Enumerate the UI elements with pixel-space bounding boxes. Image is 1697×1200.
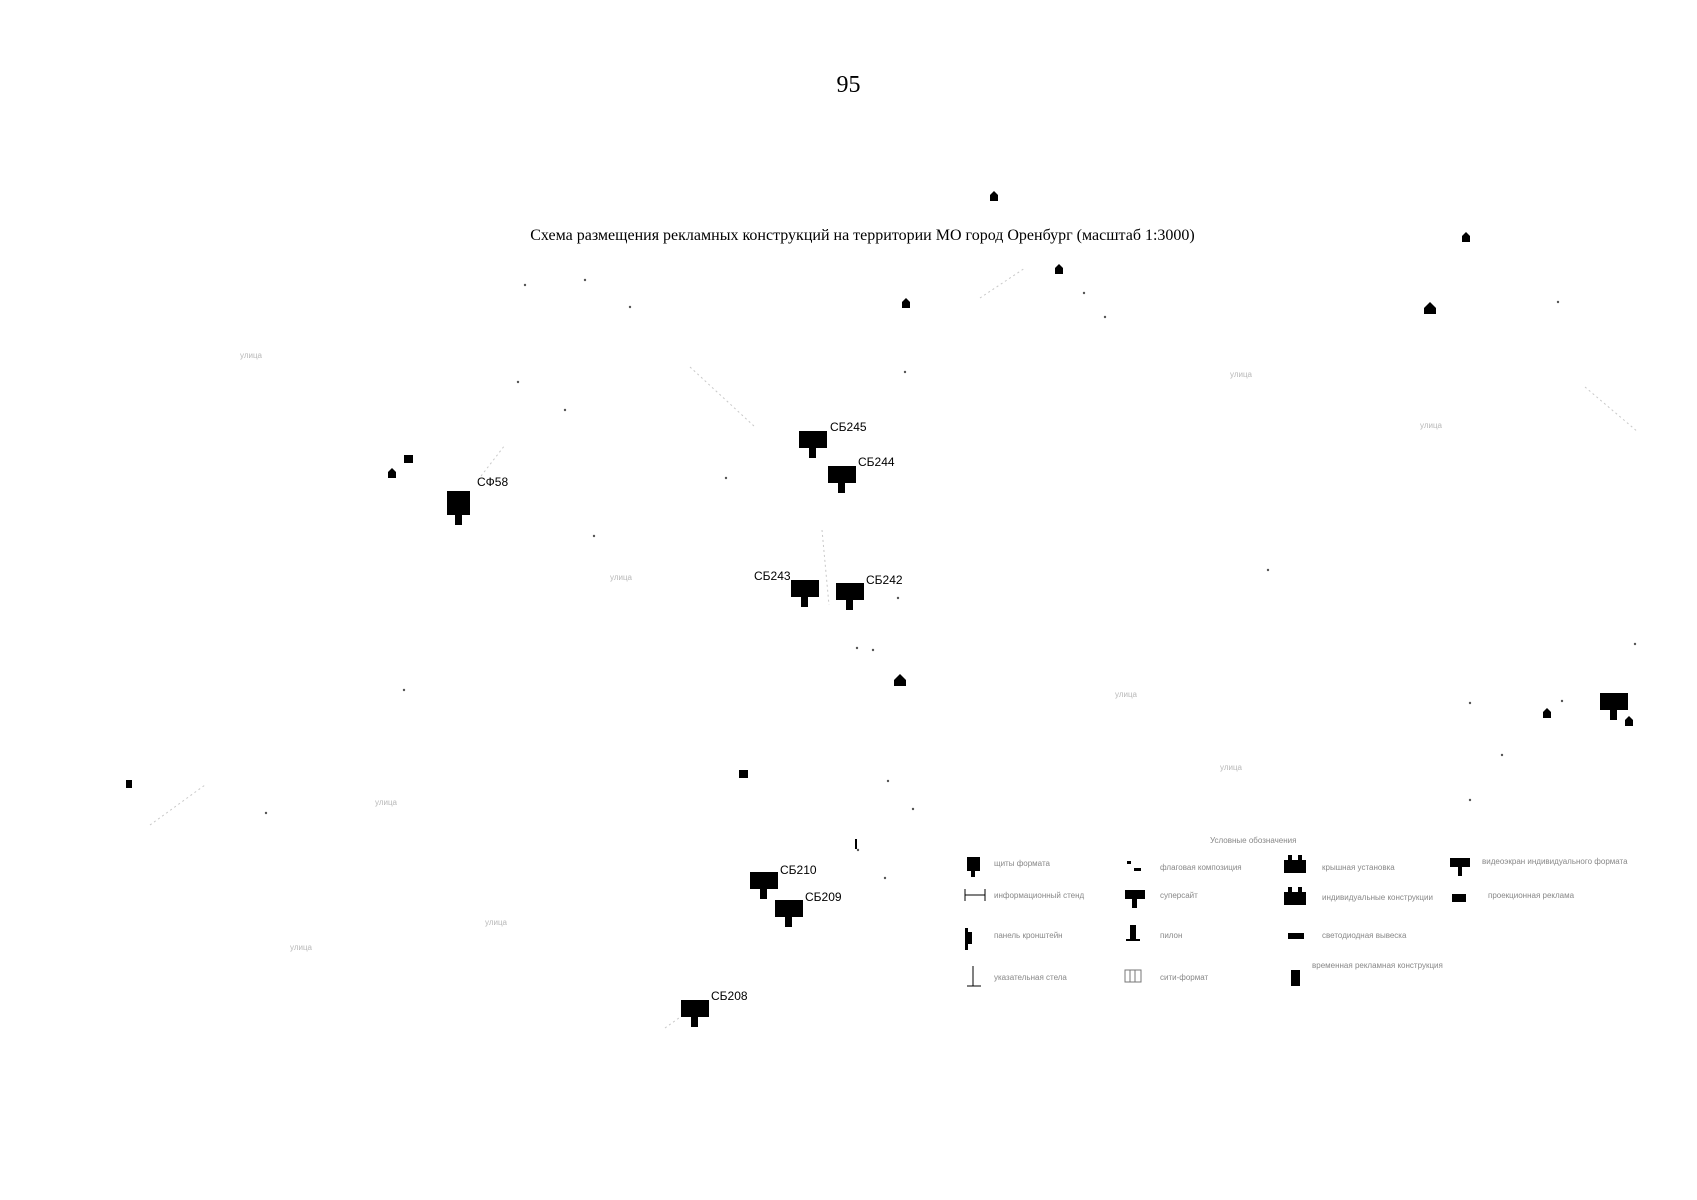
building-icons — [126, 191, 1633, 849]
svg-text:улица: улица — [1230, 370, 1253, 379]
street-fragments — [149, 267, 1639, 1029]
pylon-icon — [1126, 925, 1140, 941]
flag-icon — [1127, 861, 1141, 871]
temporary-icon — [1291, 970, 1300, 986]
column-icon — [967, 857, 980, 877]
legend-label: сити-формат — [1160, 973, 1209, 982]
projection-icon — [1452, 894, 1466, 902]
legend-label: информационный стенд — [994, 891, 1085, 900]
faint-street-labels: улица улица улица улица улица улица улиц… — [240, 351, 1443, 952]
legend-label: проекционная реклама — [1488, 891, 1575, 900]
svg-text:улица: улица — [240, 351, 263, 360]
stand-icon — [964, 889, 986, 901]
marker-label: СБ244 — [858, 455, 895, 469]
legend-label: индивидуальные конструкции — [1322, 893, 1433, 902]
svg-text:улица: улица — [1115, 690, 1138, 699]
legend-label: временная рекламная конструкция — [1312, 961, 1443, 970]
legend-label: панель кронштейн — [994, 931, 1063, 940]
svg-text:улица: улица — [485, 918, 508, 927]
led-icon — [1288, 933, 1304, 939]
individual-icon — [1284, 887, 1306, 905]
marker-SB209[interactable]: СБ209 — [775, 890, 842, 927]
svg-text:улица: улица — [610, 573, 633, 582]
marker-label: СБ243 — [754, 569, 791, 583]
legend: Условные обозначения щиты формата флагов… — [964, 836, 1628, 987]
marker-SB245[interactable]: СБ245 — [799, 420, 867, 458]
svg-text:улица: улица — [1420, 421, 1443, 430]
map-title: Схема размещения рекламных конструкций н… — [0, 227, 1697, 245]
marker-label: СБ242 — [866, 573, 903, 587]
legend-label: светодиодная вывеска — [1322, 931, 1407, 940]
city-format-icon — [1124, 969, 1142, 983]
legend-label: указательная стела — [994, 973, 1067, 982]
roof-icon — [1284, 855, 1306, 873]
edge-billboard-marker — [1600, 693, 1628, 720]
marker-label: СБ210 — [780, 863, 817, 877]
legend-label: видеоэкран индивидуального формата — [1482, 857, 1628, 866]
marker-SB243[interactable]: СБ243 — [754, 569, 819, 607]
marker-SB242[interactable]: СБ242 — [836, 573, 903, 610]
legend-label: крышная установка — [1322, 863, 1395, 872]
legend-label: щиты формата — [994, 859, 1051, 868]
marker-SB244[interactable]: СБ244 — [828, 455, 895, 493]
svg-text:улица: улица — [1220, 763, 1243, 772]
legend-label: флаговая композиция — [1160, 863, 1242, 872]
video-screen-icon — [1450, 858, 1470, 876]
legend-label: суперсайт — [1160, 891, 1198, 900]
marker-label: СФ58 — [477, 475, 508, 489]
map-title-text: Схема размещения рекламных конструкций н… — [530, 227, 1195, 244]
billboard-icon — [1125, 890, 1145, 908]
legend-label: пилон — [1160, 931, 1182, 940]
marker-SF58[interactable]: СФ58 — [447, 475, 508, 525]
marker-SB208[interactable]: СБ208 — [681, 989, 748, 1027]
marker-SB210[interactable]: СБ210 — [750, 863, 817, 899]
faint-map-dots — [264, 278, 1637, 880]
svg-text:улица: улица — [290, 943, 313, 952]
legend-title: Условные обозначения — [1210, 836, 1296, 845]
marker-label: СБ245 — [830, 420, 867, 434]
marker-label: СБ209 — [805, 890, 842, 904]
stele-icon — [967, 966, 981, 987]
svg-text:улица: улица — [375, 798, 398, 807]
marker-label: СБ208 — [711, 989, 748, 1003]
page-number: 95 — [836, 72, 861, 98]
bracket-icon — [965, 928, 972, 950]
